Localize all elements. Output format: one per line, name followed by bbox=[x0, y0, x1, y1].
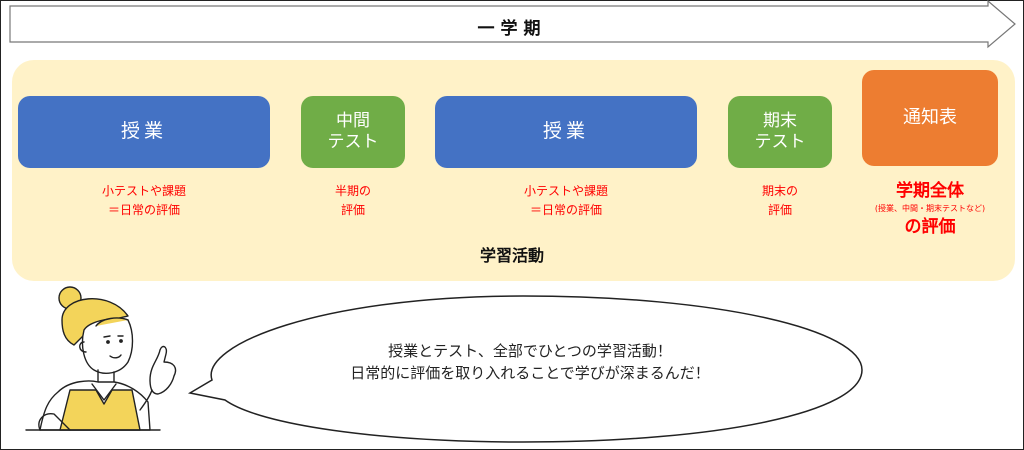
report-card-box: 通知表 bbox=[862, 70, 998, 166]
report-card-note: 学期全体 (授業、中間・期末テストなど) の評価 bbox=[850, 180, 1010, 238]
midterm-label-2: テスト bbox=[327, 132, 379, 152]
term-title: 一学期 bbox=[477, 19, 547, 39]
midterm-note: 半期の 評価 bbox=[303, 182, 403, 220]
report-card-label: 通知表 bbox=[903, 106, 957, 128]
final-label-2: テスト bbox=[754, 132, 806, 152]
report-card-note-line1: 学期全体 bbox=[896, 181, 964, 201]
lesson-note-1-line1: 小テストや課題 bbox=[101, 184, 186, 198]
final-test-box: 期末テスト bbox=[728, 96, 832, 168]
speech-line-2: 日常的に評価を取り入れることで学びが深まるんだ！ bbox=[350, 364, 710, 382]
final-note-line2: 評価 bbox=[767, 203, 792, 217]
midterm-test-box: 中間テスト bbox=[301, 96, 405, 168]
midterm-note-line2: 評価 bbox=[340, 203, 365, 217]
final-note-line1: 期末の bbox=[761, 184, 798, 198]
speech-text: 授業とテスト、全部でひとつの学習活動！ 日常的に評価を取り入れることで学びが深ま… bbox=[230, 340, 830, 384]
lesson-note-2: 小テストや課題 ＝日常の評価 bbox=[466, 182, 666, 220]
report-card-note-line2: の評価 bbox=[904, 217, 956, 237]
report-card-note-detail: (授業、中間・期末テストなど) bbox=[874, 204, 986, 213]
lesson-note-2-line1: 小テストや課題 bbox=[523, 184, 608, 198]
lesson-note-2-line2: ＝日常の評価 bbox=[529, 203, 602, 217]
midterm-note-line1: 半期の bbox=[334, 184, 371, 198]
learning-activity-label: 学習活動 bbox=[479, 246, 544, 265]
midterm-label-1: 中間 bbox=[336, 110, 370, 131]
lesson-box-1: 授業 bbox=[18, 96, 270, 168]
lesson-note-1: 小テストや課題 ＝日常の評価 bbox=[44, 182, 244, 220]
lesson-note-1-line2: ＝日常の評価 bbox=[107, 203, 180, 217]
final-label-1: 期末 bbox=[763, 110, 797, 131]
lesson-box-1-label: 授業 bbox=[120, 120, 167, 143]
lesson-box-2: 授業 bbox=[435, 96, 697, 168]
lesson-box-2-label: 授業 bbox=[542, 120, 589, 143]
timeline-arrow bbox=[9, 0, 1016, 49]
final-note: 期末の 評価 bbox=[730, 182, 830, 220]
speech-line-1: 授業とテスト、全部でひとつの学習活動！ bbox=[388, 342, 672, 360]
